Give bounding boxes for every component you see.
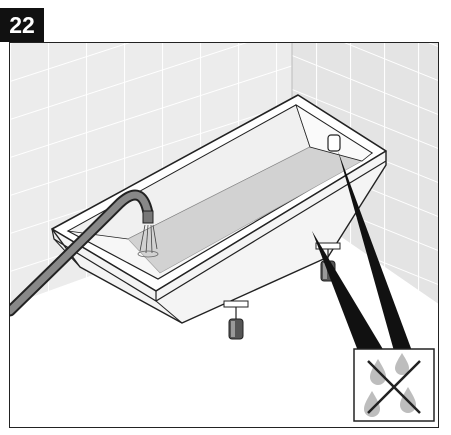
bathtub-foot-front <box>223 300 249 340</box>
overflow-fitting <box>327 134 341 152</box>
floor <box>10 203 438 427</box>
callout-pointer <box>312 231 384 351</box>
water-hose-icon <box>10 189 159 317</box>
callout-pointer <box>338 151 412 351</box>
no-water-drops-icon <box>353 348 435 422</box>
bathtub-inner-end <box>295 104 373 162</box>
step-number-badge: 22 <box>0 8 44 42</box>
illustration-frame <box>9 42 439 428</box>
bathtub-illustration <box>10 43 438 427</box>
bathtub-rim-edge <box>51 160 387 302</box>
